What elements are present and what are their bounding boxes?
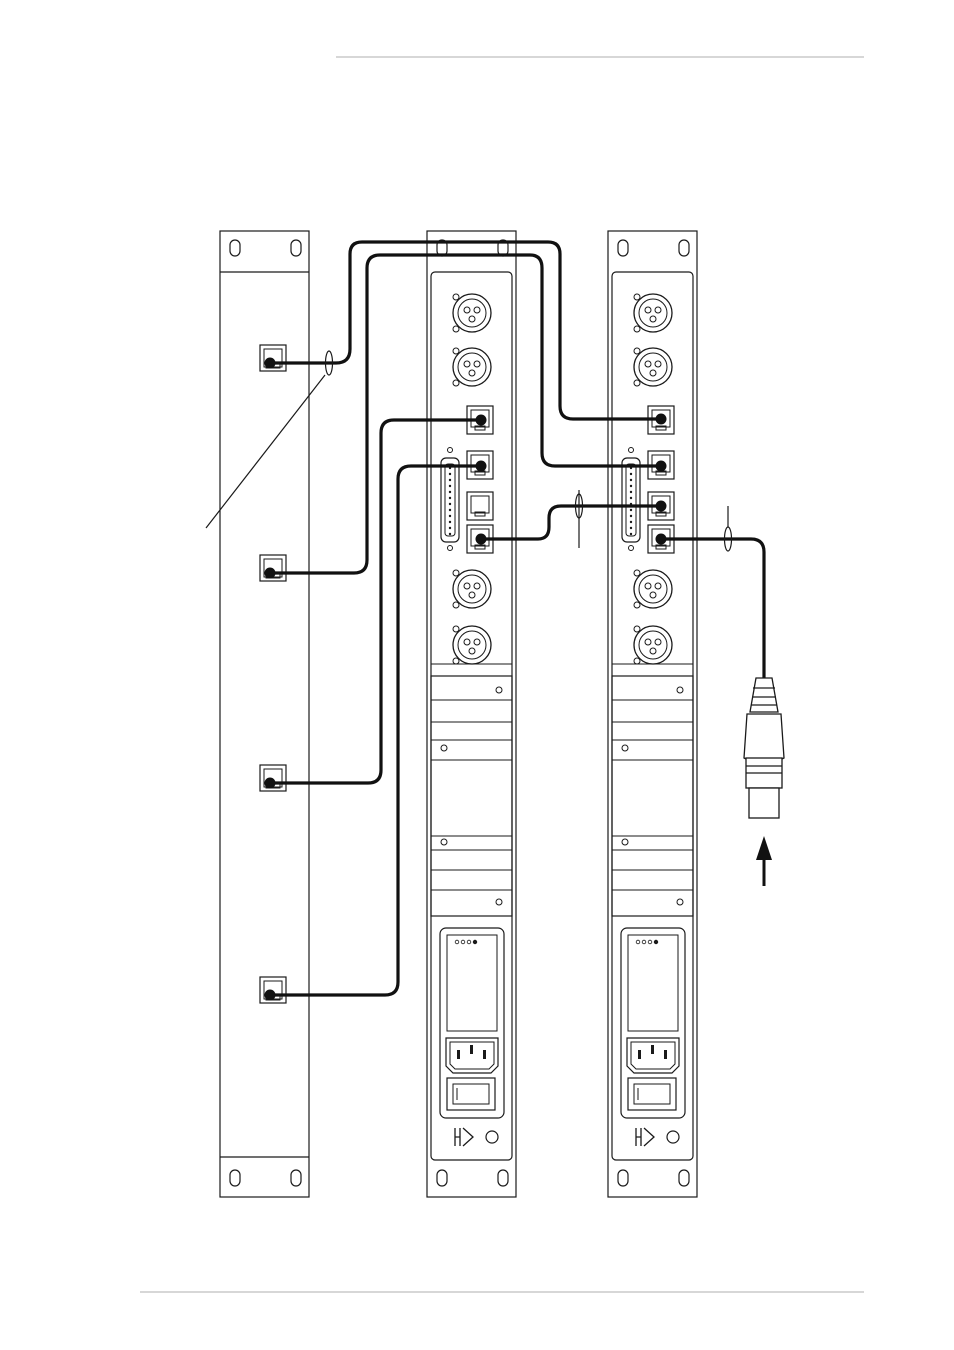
power-switch-icon — [447, 1078, 495, 1110]
rj45-jack-icon — [467, 492, 493, 520]
arrow-up-icon — [756, 836, 772, 886]
power-switch-icon — [628, 1078, 676, 1110]
xlr-socket-icon — [634, 294, 672, 332]
dsub-connector-icon — [622, 448, 640, 551]
led-dot — [473, 940, 477, 944]
power-inlet-icon — [446, 1038, 498, 1073]
xlr-socket-icon — [453, 570, 491, 608]
dsub-connector-icon — [441, 448, 459, 551]
xlr-socket-icon — [634, 570, 672, 608]
power-inlet-icon — [627, 1038, 679, 1073]
patch-panel — [206, 231, 325, 1197]
xlr-socket-icon — [634, 348, 672, 386]
patch-panel-frame — [220, 231, 309, 1197]
xlr-plug-icon — [744, 678, 784, 818]
xlr-socket-icon — [453, 348, 491, 386]
led-dot — [654, 940, 658, 944]
xlr-socket-icon — [634, 626, 672, 664]
xlr-socket-icon — [453, 626, 491, 664]
rack-unit-a — [427, 231, 516, 1197]
rack-unit-b — [608, 231, 697, 1197]
xlr-socket-icon — [453, 294, 491, 332]
